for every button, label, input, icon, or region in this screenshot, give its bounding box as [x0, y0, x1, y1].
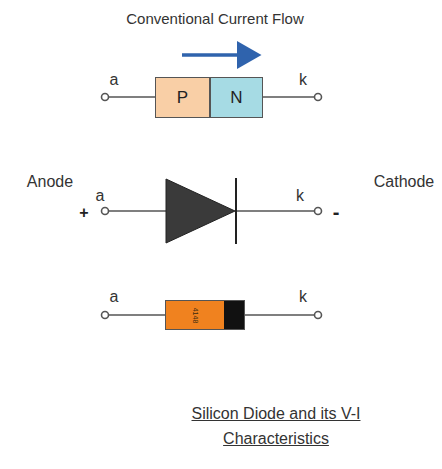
current-arrow: [182, 53, 258, 57]
p-region: P: [155, 77, 210, 118]
cathode-bar: [235, 178, 237, 244]
diode-symbol: [166, 179, 235, 243]
anode-pin: a: [110, 71, 119, 89]
cathode-pin: k: [296, 187, 304, 205]
region-letter: P: [177, 88, 188, 108]
region-letter: N: [230, 88, 242, 108]
anode-pin: a: [110, 288, 119, 306]
caption: Silicon Diode and its V-I Characteristic…: [190, 402, 362, 452]
cathode-label: Cathode: [374, 173, 435, 191]
cathode-pin: k: [299, 71, 307, 89]
plus-sign: +: [79, 204, 88, 222]
diode-body: 4148: [165, 300, 245, 330]
anode-label: Anode: [27, 173, 73, 191]
minus-sign: -: [333, 201, 340, 224]
cathode-pin: k: [299, 288, 307, 306]
anode-pin: a: [96, 187, 105, 205]
heading-label: Conventional Current Flow: [126, 10, 304, 27]
n-region: N: [210, 77, 263, 118]
part-number: 4148: [192, 307, 199, 323]
